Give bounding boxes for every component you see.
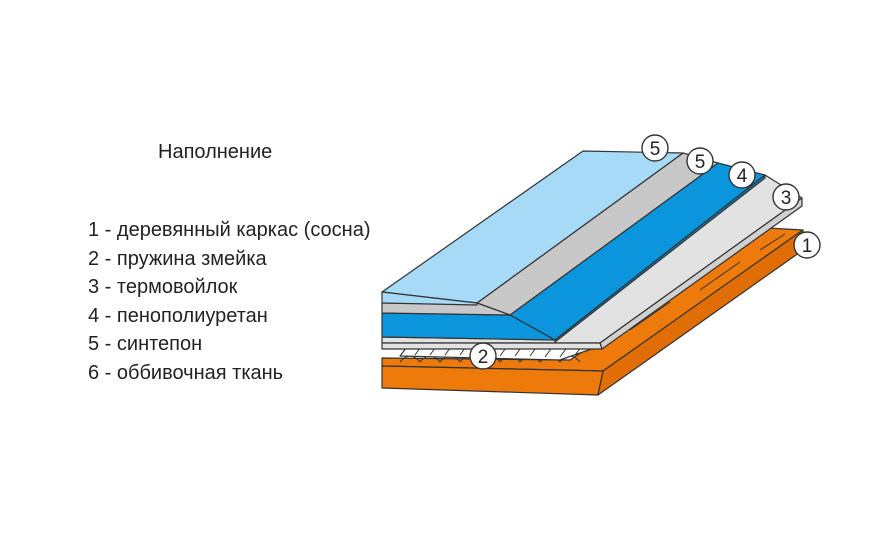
layer-top [381, 150, 684, 306]
diagram-title: Наполнение [158, 141, 273, 163]
callout-label: 5 [695, 152, 706, 173]
legend-item: 1 - деревянный каркас (сосна) [88, 219, 371, 241]
layer-felt [381, 174, 803, 350]
callout-label: 3 [781, 188, 792, 209]
legend-item: 6 - оббивочная ткань [88, 361, 284, 384]
callout-label: 4 [737, 166, 748, 187]
callout-label: 1 [802, 236, 813, 257]
layer-foam [381, 162, 766, 343]
legend-item: 4 - пенополиуретан [88, 304, 268, 327]
legend-list: 1 - деревянный каркас (сосна) 2 - пружин… [88, 216, 371, 388]
callout-label: 2 [478, 347, 489, 368]
legend-item: 3 - термовойлок [88, 276, 238, 299]
legend-item: 2 - пружина змейка [88, 247, 267, 270]
legend-item: 5 - синтепон [88, 333, 203, 356]
callout-label: 5 [650, 139, 661, 160]
callouts [469, 134, 821, 370]
